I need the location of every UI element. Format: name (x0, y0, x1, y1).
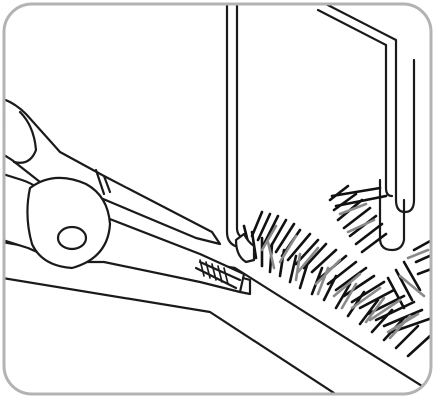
pivot-rivet-icon (58, 227, 86, 249)
pliers-pivot-plate (27, 178, 110, 268)
